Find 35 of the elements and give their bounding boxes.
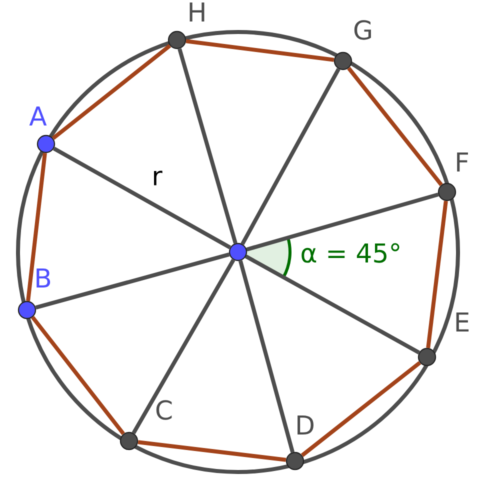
line-segment	[240, 68, 340, 245]
point-label: D	[298, 416, 314, 434]
point	[438, 182, 456, 202]
line-segment	[426, 200, 448, 348]
line-segment	[35, 252, 230, 310]
line-segment	[186, 39, 334, 62]
line-segment	[246, 192, 439, 252]
point	[228, 242, 248, 262]
point-label: B	[36, 268, 50, 288]
line-segment	[300, 361, 422, 457]
line-segment	[138, 440, 286, 462]
line-segment	[132, 258, 236, 434]
line-segment	[26, 152, 47, 302]
point-label: A	[29, 106, 47, 126]
line-segment	[52, 146, 232, 250]
point	[18, 300, 36, 320]
point-label: H	[190, 2, 204, 22]
point-label: C	[156, 400, 172, 420]
line-segment	[31, 316, 125, 436]
point	[168, 30, 186, 50]
point	[120, 432, 138, 450]
line-segment	[238, 260, 295, 453]
point	[286, 452, 304, 470]
point-label: F	[457, 152, 468, 172]
angle-label: α = 45°	[302, 243, 400, 263]
point	[418, 348, 436, 366]
line-segment	[244, 254, 420, 354]
point	[36, 134, 56, 154]
point	[334, 52, 352, 70]
line-segment	[347, 66, 443, 186]
point-label: G	[354, 20, 371, 40]
line-segment	[52, 44, 172, 140]
edge-label: r	[154, 170, 162, 186]
line-segment	[178, 48, 238, 244]
point-label: E	[456, 312, 469, 332]
